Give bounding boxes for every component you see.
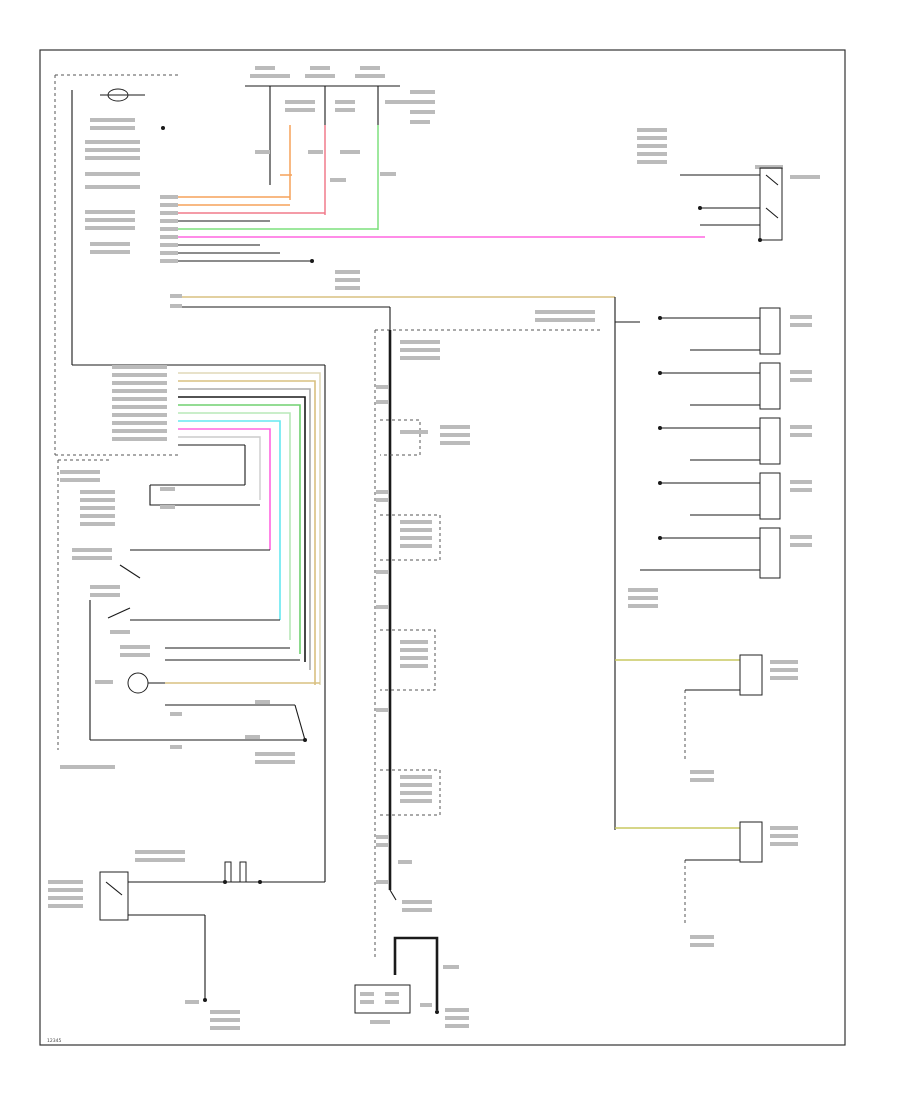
rear-lamp-switch: [72, 548, 280, 740]
door-lock-4: [658, 472, 781, 520]
wire-tan: [178, 380, 316, 685]
wire-pale-green: [178, 412, 291, 640]
daytime-running-light-relay: [48, 365, 326, 1000]
wire-pink-switch: [178, 428, 271, 550]
wire-cyan: [178, 420, 281, 620]
diagram-frame: [39, 49, 846, 1046]
headlamp-switch: [60, 645, 320, 769]
door-lock-stack: [615, 307, 812, 608]
fuse-block-top: [245, 66, 435, 125]
main-connector-pins: [160, 195, 178, 263]
door-lock-1: [658, 307, 781, 355]
right-front-door-speaker: [615, 821, 798, 947]
switch-harness: [112, 364, 250, 486]
wire-black: [178, 396, 306, 662]
integrated-control-unit: [374, 329, 600, 960]
door-lock-3: [658, 417, 781, 465]
wire-beige: [178, 372, 321, 685]
driver-side-door-lock: [637, 128, 820, 242]
interior-lamp-switch: [57, 459, 260, 750]
wire-lt-green: [178, 404, 301, 654]
door-lock-5: [640, 527, 781, 579]
wire-orange-drop: [280, 125, 292, 200]
ground-bottom-center: [354, 936, 469, 1028]
wire-lt-gray: [178, 436, 261, 500]
combination-meter: [54, 74, 325, 456]
left-front-door-speaker: [615, 654, 798, 782]
door-lock-2: [658, 362, 781, 410]
footer-code: 12345: [47, 1038, 61, 1044]
ground-bottom-left: [185, 998, 240, 1030]
wire-gray: [178, 388, 311, 670]
